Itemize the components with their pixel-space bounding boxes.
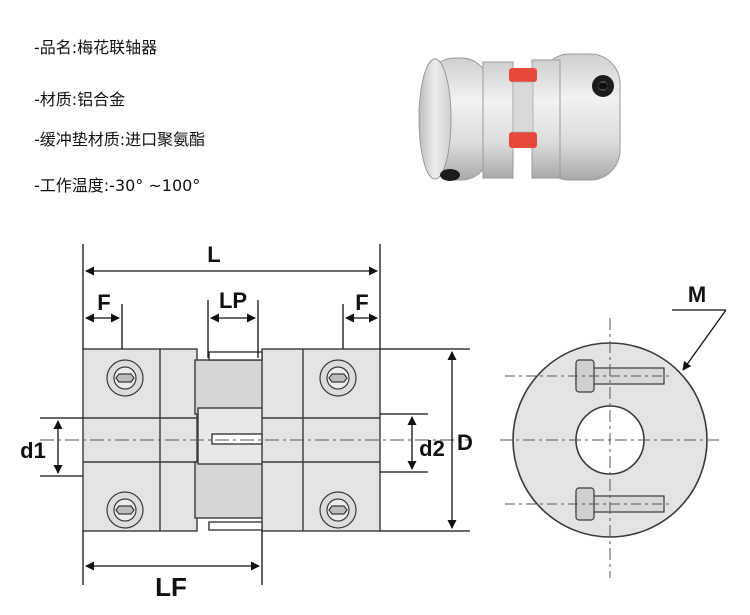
- spec-material: -材质:铝合金: [34, 86, 125, 110]
- hex-screw-icon: [106, 491, 144, 529]
- spec-label: -缓冲垫材质:: [34, 130, 126, 149]
- dim-label-LF: LF: [155, 572, 187, 602]
- spec-working-temperature: -工作温度:-30° ~100°: [34, 172, 200, 196]
- spec-label: -工作温度:: [34, 176, 110, 195]
- leader-M: [672, 309, 727, 371]
- dim-label-M: M: [688, 282, 706, 307]
- spec-label: -品名:: [34, 38, 78, 57]
- photo-left-end-face: [418, 58, 452, 180]
- hex-screw-icon: [319, 359, 357, 397]
- spec-value: -30° ~100°: [109, 176, 201, 195]
- spec-product-name: -品名:梅花联轴器: [34, 34, 157, 58]
- photo-left-jaw: [482, 61, 514, 179]
- left-jaw-upper: [194, 359, 264, 415]
- dim-label-D: D: [457, 430, 473, 455]
- spec-value: 铝合金: [77, 90, 126, 109]
- coupling-end-view: [500, 318, 720, 578]
- spec-value: 进口聚氨酯: [125, 130, 206, 149]
- photo-spider-bottom: [509, 132, 537, 148]
- dim-label-F-left: F: [97, 290, 110, 315]
- photo-spider-top: [509, 68, 537, 82]
- dim-label-d2: d2: [419, 436, 445, 461]
- hex-screw-icon: [319, 491, 357, 529]
- dim-label-d1: d1: [20, 438, 46, 463]
- left-jaw-lower: [194, 461, 264, 519]
- photo-screw-icon: [440, 169, 460, 181]
- photo-center-jaw: [512, 81, 534, 133]
- dim-label-F-right: F: [355, 290, 368, 315]
- dim-label-L: L: [207, 242, 220, 267]
- spec-label: -材质:: [34, 90, 78, 109]
- spec-value: 梅花联轴器: [77, 38, 158, 57]
- coupling-product-photo: [418, 53, 621, 181]
- dim-label-LP: LP: [219, 288, 247, 313]
- hex-screw-icon: [106, 359, 144, 397]
- spec-cushion-material: -缓冲垫材质:进口聚氨酯: [34, 126, 205, 150]
